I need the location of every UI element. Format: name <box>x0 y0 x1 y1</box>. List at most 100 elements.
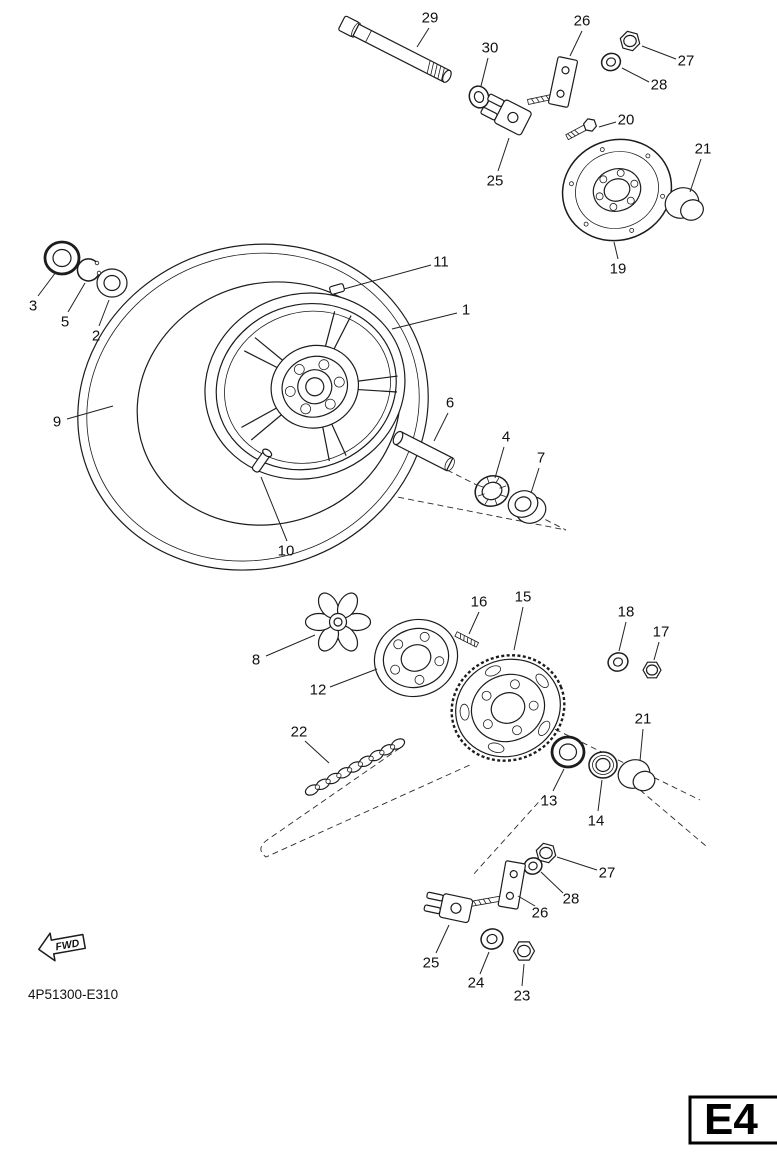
leader-line-9 <box>66 405 114 420</box>
callout-6[interactable]: 6 <box>446 395 454 412</box>
adjuster-bracket-upper-26 <box>527 56 578 108</box>
chain-puller-upper-25 <box>480 93 532 136</box>
wheel-hub <box>270 344 360 429</box>
leader-line-5 <box>67 282 86 313</box>
callout-30[interactable]: 30 <box>482 40 499 57</box>
callout-4[interactable]: 4 <box>502 429 510 446</box>
washer-24 <box>480 928 504 950</box>
leader-line-23 <box>521 963 525 987</box>
leader-line-4 <box>494 446 505 479</box>
leader-line-28 <box>621 67 650 83</box>
callout-9[interactable]: 9 <box>53 414 61 431</box>
callout-1[interactable]: 1 <box>462 302 470 319</box>
leader-line-12 <box>329 668 378 688</box>
leader-line-20 <box>598 121 617 128</box>
nut-lower-27 <box>535 842 557 864</box>
oil-seal-14 <box>588 751 618 779</box>
leader-line-14 <box>597 779 603 812</box>
callout-23[interactable]: 23 <box>514 988 531 1005</box>
collar-6 <box>392 430 455 472</box>
nut-23 <box>512 941 536 961</box>
bolt-20 <box>565 118 598 141</box>
leader-line-8 <box>265 634 316 657</box>
washer-18 <box>607 652 629 672</box>
leader-line-18 <box>618 621 627 652</box>
adjuster-bracket-lower-26 <box>469 860 526 910</box>
leader-line-21 <box>689 158 702 193</box>
callout-27[interactable]: 27 <box>599 865 616 882</box>
callout-28[interactable]: 28 <box>563 891 580 908</box>
washer-30 <box>468 85 490 109</box>
callout-22[interactable]: 22 <box>291 724 308 741</box>
wheel-spokes <box>241 311 398 462</box>
callout-5[interactable]: 5 <box>61 314 69 331</box>
bearing-13 <box>550 735 586 769</box>
callout-17[interactable]: 17 <box>653 624 670 641</box>
callout-8[interactable]: 8 <box>252 652 260 669</box>
balance-weight-11 <box>329 283 345 295</box>
page-badge: E4 <box>688 1095 777 1145</box>
callout-15[interactable]: 15 <box>515 589 532 606</box>
callout-21[interactable]: 21 <box>695 141 712 158</box>
callout-21[interactable]: 21 <box>635 711 652 728</box>
leader-line-13 <box>552 768 565 792</box>
circlip-5 <box>76 258 102 282</box>
callout-10[interactable]: 10 <box>278 543 295 560</box>
callout-18[interactable]: 18 <box>618 604 635 621</box>
leader-line-16 <box>468 611 480 635</box>
leader-line-25 <box>435 924 450 954</box>
rear-wheel-1 <box>77 243 429 571</box>
callout-20[interactable]: 20 <box>618 112 635 129</box>
collar-7 <box>507 490 547 524</box>
leader-line-19 <box>613 241 619 260</box>
leader-line-27 <box>641 45 677 60</box>
callout-7[interactable]: 7 <box>537 450 545 467</box>
page-badge-label: E4 <box>704 1095 758 1144</box>
fwd-label: FWD <box>55 937 81 953</box>
leader-line-1 <box>391 312 458 330</box>
axle-bolt-29 <box>338 15 452 83</box>
callout-24[interactable]: 24 <box>468 975 485 992</box>
brake-disc-19 <box>561 138 673 242</box>
leader-line-17 <box>653 641 660 661</box>
bearing-2 <box>96 268 128 298</box>
callout-25[interactable]: 25 <box>487 173 504 190</box>
leader-line-7 <box>530 467 540 494</box>
callout-12[interactable]: 12 <box>310 682 327 699</box>
callout-19[interactable]: 19 <box>610 261 627 278</box>
callout-14[interactable]: 14 <box>588 813 605 830</box>
callout-29[interactable]: 29 <box>422 10 439 27</box>
callout-3[interactable]: 3 <box>29 298 37 315</box>
leader-line-21 <box>639 728 644 762</box>
leader-line-24 <box>479 951 490 975</box>
callout-13[interactable]: 13 <box>541 793 558 810</box>
valve-stem-10 <box>251 448 273 473</box>
leader-line-30 <box>480 57 489 87</box>
leader-line-26 <box>569 30 583 57</box>
chain-puller-lower-25 <box>423 891 474 924</box>
callout-26[interactable]: 26 <box>532 905 549 922</box>
callout-27[interactable]: 27 <box>678 53 695 70</box>
callout-28[interactable]: 28 <box>651 77 668 94</box>
rear-sprocket-15 <box>450 654 566 762</box>
callout-25[interactable]: 25 <box>423 955 440 972</box>
leader-line-3 <box>37 271 57 297</box>
nut-upper-27 <box>619 30 641 52</box>
nut-17 <box>642 661 662 679</box>
washer-lower-28 <box>523 857 543 875</box>
fwd-arrow: FWD <box>37 932 87 962</box>
leader-line-22 <box>304 740 330 764</box>
callout-26[interactable]: 26 <box>574 13 591 30</box>
hub-cap-upper-21 <box>664 187 704 221</box>
leader-line-27 <box>556 856 598 871</box>
callout-11[interactable]: 11 <box>433 254 449 271</box>
bearing-3 <box>43 240 81 276</box>
callout-2[interactable]: 2 <box>92 328 100 345</box>
leader-line-25 <box>497 137 510 172</box>
needle-bearing-4 <box>474 475 510 507</box>
hub-cap-lower-21 <box>617 759 656 792</box>
leader-line-28 <box>540 871 564 894</box>
callout-16[interactable]: 16 <box>471 594 488 611</box>
